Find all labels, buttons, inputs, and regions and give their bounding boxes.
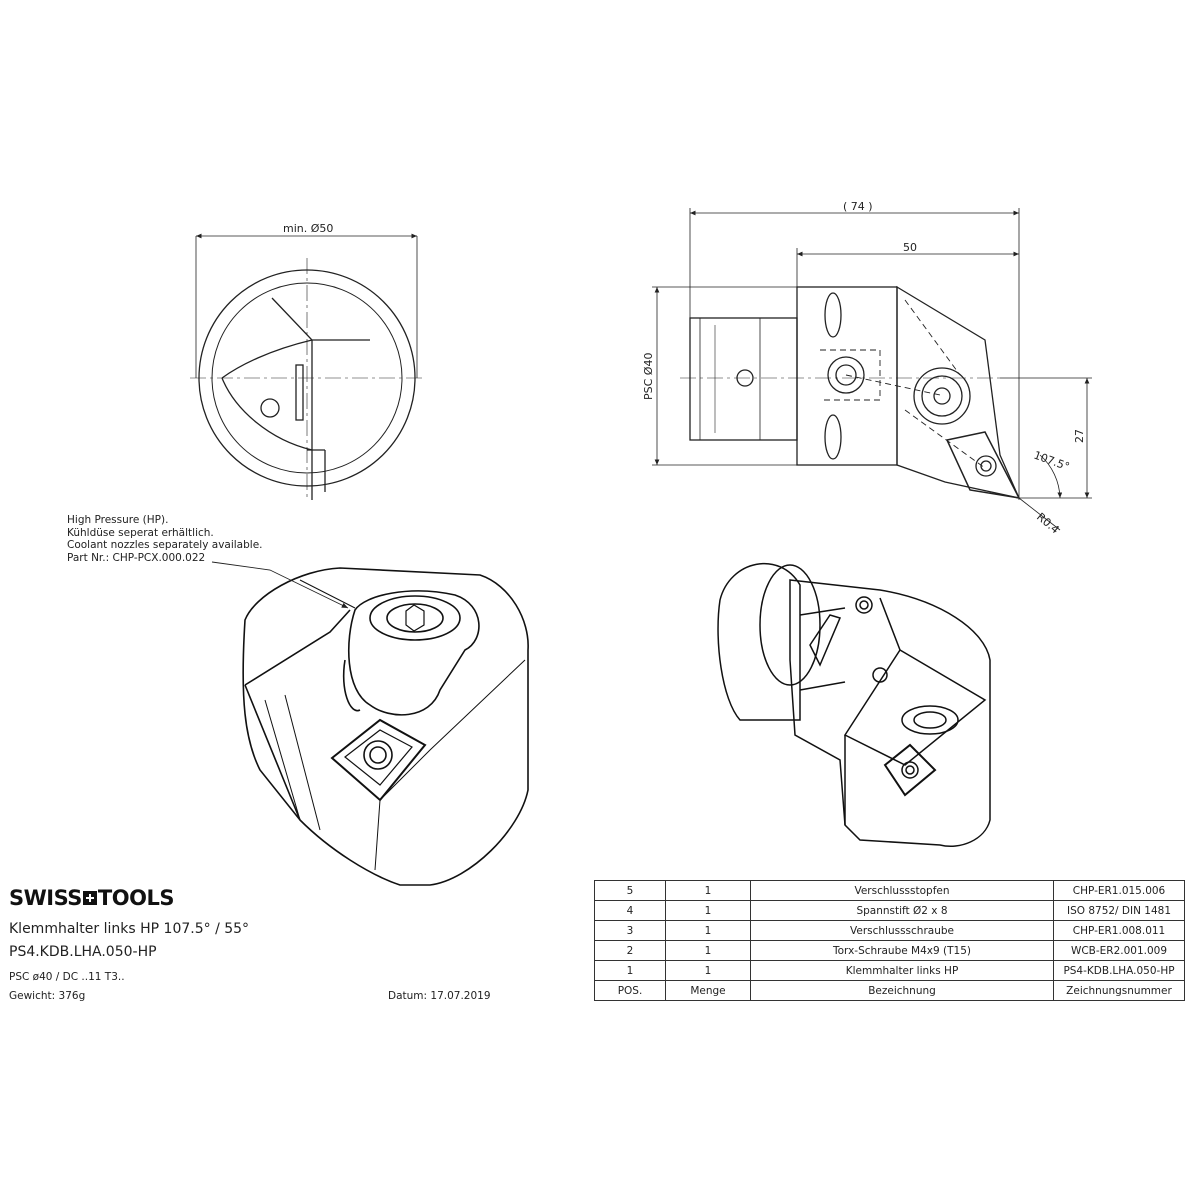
- swisstools-logo: SWISS TOOLS: [9, 886, 174, 910]
- bom-cell: 1: [665, 960, 751, 981]
- angle-label: 107.5°: [1032, 449, 1071, 474]
- front-view: [190, 233, 424, 500]
- isometric-view-right: [717, 562, 991, 847]
- bom-cell: WCB-ER2.001.009: [1053, 940, 1185, 961]
- isometric-view-left: [242, 567, 529, 886]
- bom-cell: Menge: [665, 980, 751, 1001]
- date-line: Datum: 17.07.2019: [388, 990, 491, 1002]
- bom-cell: PS4-KDB.LHA.050-HP: [1053, 960, 1185, 981]
- spec-line: PSC ø40 / DC ..11 T3..: [9, 971, 125, 983]
- bom-cell: Torx-Schraube M4x9 (T15): [750, 940, 1054, 961]
- length-50-label: 50: [903, 241, 917, 254]
- bom-cell: 2: [594, 940, 666, 961]
- drawing-title: Klemmhalter links HP 107.5° / 55°: [9, 921, 250, 937]
- min-diameter-label: min. Ø50: [283, 222, 333, 235]
- weight-line: Gewicht: 376g: [9, 990, 86, 1002]
- bom-cell: 5: [594, 880, 666, 901]
- side-view: [652, 208, 1092, 531]
- note-line-1: High Pressure (HP).: [67, 514, 169, 526]
- coolant-note: High Pressure (HP). Kühldüse seperat erh…: [67, 514, 263, 564]
- bom-cell: ISO 8752/ DIN 1481: [1053, 900, 1185, 921]
- bom-cell: 4: [594, 900, 666, 921]
- bom-cell: Spannstift Ø2 x 8: [750, 900, 1054, 921]
- note-line-3: Coolant nozzles separately available.: [67, 539, 263, 551]
- bom-cell: 1: [594, 960, 666, 981]
- logo-text-right: TOOLS: [97, 886, 175, 910]
- bom-cell: Verschlussschraube: [750, 920, 1054, 941]
- swiss-cross-icon: [82, 891, 97, 905]
- note-leader: [211, 561, 349, 609]
- bom-cell: Verschlussstopfen: [750, 880, 1054, 901]
- bom-cell: 1: [665, 900, 751, 921]
- bom-cell: POS.: [594, 980, 666, 1001]
- part-number: PS4.KDB.LHA.050-HP: [9, 944, 157, 960]
- bom-cell: Klemmhalter links HP: [750, 960, 1054, 981]
- bom-cell: Bezeichnung: [750, 980, 1054, 1001]
- note-line-4: Part Nr.: CHP-PCX.000.022: [67, 551, 206, 564]
- bom-cell: 1: [665, 920, 751, 941]
- bom-cell: 1: [665, 880, 751, 901]
- logo-text-left: SWISS: [9, 886, 82, 910]
- bom-cell: 3: [594, 920, 666, 941]
- height-27-label: 27: [1073, 429, 1086, 443]
- psc-label: PSC Ø40: [642, 353, 655, 400]
- radius-label: R0.4: [1034, 510, 1062, 536]
- bom-cell: 1: [665, 940, 751, 961]
- bom-cell: Zeichnungsnummer: [1053, 980, 1185, 1001]
- overall-length-label: ( 74 ): [843, 200, 873, 213]
- bom-cell: CHP-ER1.008.011: [1053, 920, 1185, 941]
- bom-cell: CHP-ER1.015.006: [1053, 880, 1185, 901]
- note-line-2: Kühldüse seperat erhältlich.: [67, 526, 214, 539]
